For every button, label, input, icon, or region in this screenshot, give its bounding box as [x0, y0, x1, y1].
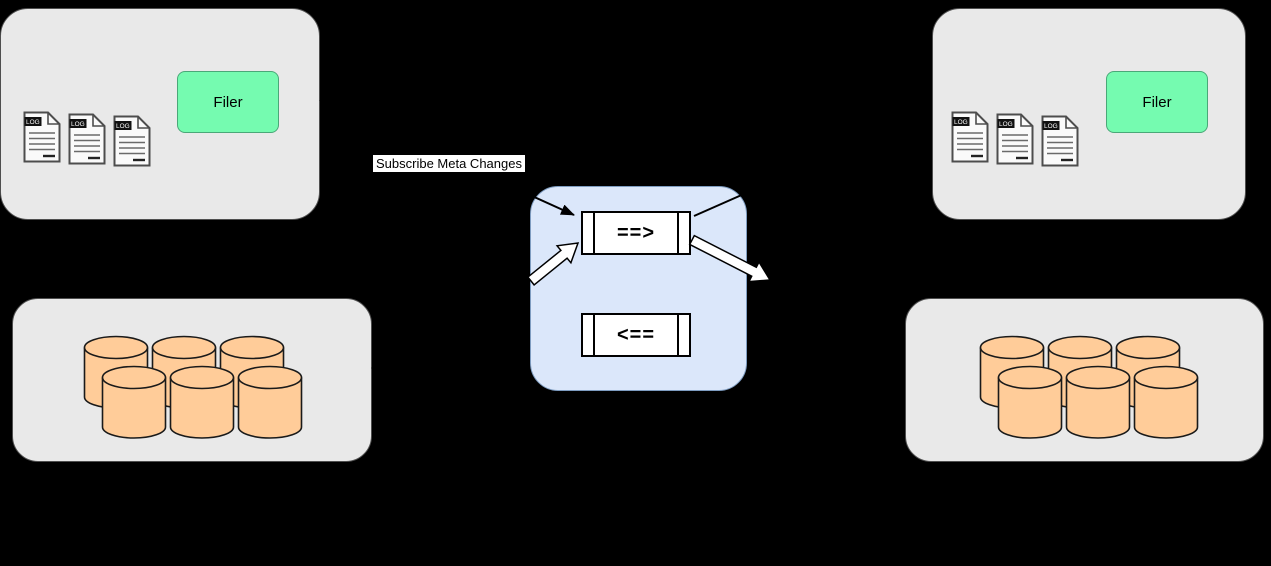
- log-badge-text: LOG: [26, 119, 40, 126]
- queue-backward-label: <==: [616, 323, 656, 346]
- log-file-icon: LOG: [951, 111, 989, 163]
- log-file-icon: LOG: [113, 115, 151, 167]
- filer-node-right: Filer: [1106, 71, 1208, 133]
- log-badge-text: LOG: [999, 121, 1013, 128]
- volume-cylinder: [237, 365, 303, 439]
- log-file-fold: [47, 112, 60, 125]
- subscribe-meta-changes-label: Subscribe Meta Changes: [373, 155, 525, 172]
- volume-cylinder: [1133, 365, 1199, 439]
- volume-cylinder: [997, 365, 1063, 439]
- filer-cluster-right: LOG LOG LOG Filer: [932, 8, 1246, 220]
- filer-label: Filer: [1142, 93, 1172, 111]
- message-queue-panel: ==> <==: [530, 186, 747, 391]
- filer-cluster-left: LOG LOG LOG Filer: [0, 8, 320, 220]
- queue-forward-label: ==>: [616, 221, 656, 244]
- volume-cluster-right: [905, 298, 1264, 462]
- volume-cylinder: [169, 365, 235, 439]
- log-badge: [24, 117, 42, 126]
- filer-node-left: Filer: [177, 71, 279, 133]
- volume-cylinder: [101, 365, 167, 439]
- queue-forward: ==>: [581, 211, 691, 255]
- log-file-icon: LOG: [996, 113, 1034, 165]
- queue-backward: <==: [581, 313, 691, 357]
- log-badge-text: LOG: [954, 119, 968, 126]
- log-file-icon: LOG: [1041, 115, 1079, 167]
- queue-left-divider: [593, 213, 595, 253]
- log-badge-text: LOG: [71, 121, 85, 128]
- queue-right-divider: [677, 315, 679, 355]
- log-badge-text: LOG: [1044, 123, 1058, 130]
- volume-cluster-left: [12, 298, 372, 462]
- filer-label: Filer: [213, 93, 243, 111]
- log-file-icon: LOG: [68, 113, 106, 165]
- queue-right-divider: [677, 213, 679, 253]
- queue-left-divider: [593, 315, 595, 355]
- log-badge-text: LOG: [116, 123, 130, 130]
- volume-cylinder: [1065, 365, 1131, 439]
- log-file-icon: LOG: [23, 111, 61, 163]
